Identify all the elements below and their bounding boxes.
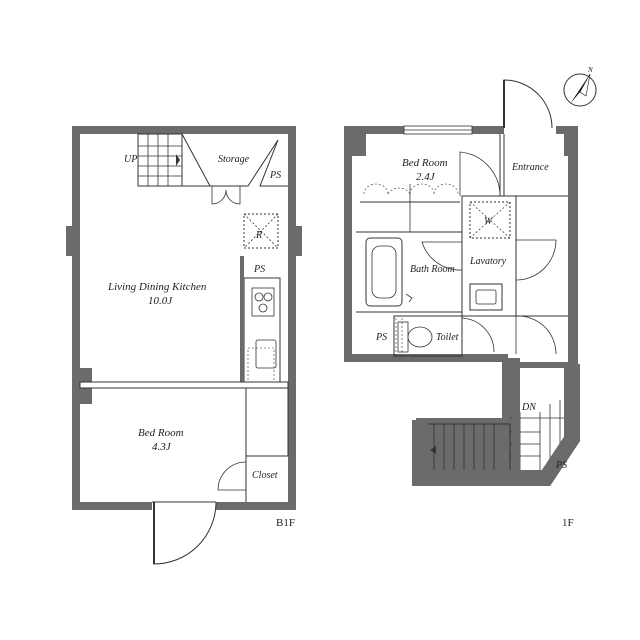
b1f-plan: [66, 126, 302, 565]
b1f-door-opening: [152, 500, 216, 512]
f1-bedroom-name: Bed Room: [402, 157, 448, 169]
f1-entrance-label: Entrance: [511, 162, 549, 173]
f1-outer-wall-main: [344, 126, 578, 482]
north-compass: [563, 73, 597, 107]
b1f-closet: [245, 387, 289, 457]
b1f-ldk-size: 10.0J: [148, 295, 173, 307]
b1f-pilaster-right: [288, 226, 302, 256]
f1-ps-stair-label: PS: [555, 460, 567, 471]
b1f-bedroom-name: Bed Room: [138, 427, 184, 439]
f1-entrance-door: [503, 79, 553, 129]
b1f-partition: [79, 381, 289, 389]
f1-toilet: [397, 321, 433, 353]
f1-bath-door: [421, 241, 463, 271]
f1-washer: [469, 201, 511, 239]
f1-outer-wall-lower: [412, 358, 580, 486]
b1f-kitchen-counter: [243, 277, 281, 383]
f1-toilet-label: Toilet: [436, 332, 459, 343]
f1-bath-label: Bath Room: [410, 264, 455, 275]
b1f-storage-label: Storage: [218, 154, 250, 165]
f1-toilet-door: [461, 317, 495, 353]
b1f-ps-shaft: [259, 139, 288, 187]
f1-plan: [344, 79, 580, 486]
b1f-entry-door: [153, 501, 217, 565]
f1-ps-left-label: PS: [375, 332, 387, 343]
f1-wardrobe: [360, 183, 460, 232]
f1-washer-label: W: [484, 216, 494, 227]
f1-down-label: DN: [521, 402, 537, 413]
b1f-sink: [255, 339, 277, 369]
f1-lavatory-sink: [469, 283, 503, 311]
b1f-ps-mid-label: PS: [253, 264, 265, 275]
b1f-pilaster-left: [66, 226, 80, 256]
b1f-storage-doors: [211, 186, 241, 205]
b1f-up-label: UP: [124, 154, 137, 165]
f1-floor-label: 1F: [562, 517, 574, 529]
compass-north-label: N: [587, 66, 593, 74]
b1f-stairs: [137, 133, 183, 187]
b1f-floor-label: B1F: [276, 517, 295, 529]
f1-lavatory-label: Lavatory: [469, 256, 507, 267]
b1f-storage-wall: [181, 133, 279, 187]
b1f-bedroom-size: 4.3J: [152, 441, 172, 453]
f1-lavatory-door: [515, 239, 557, 281]
b1f-stove: [251, 287, 275, 317]
b1f-refrigerator-label: R: [255, 230, 262, 241]
b1f-outer-wall: [72, 126, 296, 510]
b1f-closet-door: [217, 461, 247, 491]
f1-bathtub: [365, 237, 403, 307]
b1f-closet-label: Closet: [252, 470, 278, 481]
f1-bedroom-size: 2.4J: [416, 171, 436, 183]
f1-hall-door: [515, 315, 557, 355]
b1f-ldk-name: Living Dining Kitchen: [107, 281, 207, 293]
b1f-refrigerator: [243, 213, 279, 249]
f1-bedroom-door: [459, 151, 501, 197]
b1f-ps-top-label: PS: [269, 170, 281, 181]
